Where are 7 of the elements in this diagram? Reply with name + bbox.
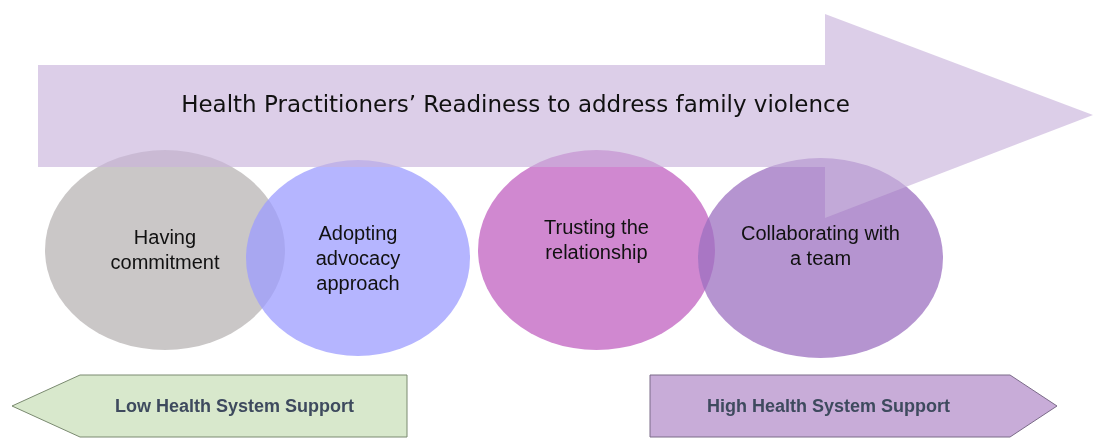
support-label: High Health System Support: [707, 395, 950, 417]
support-label: Low Health System Support: [115, 395, 354, 417]
arrow-title: Health Practitioners’ Readiness to address family violence: [181, 91, 850, 117]
theme-label: Adopting advocacy approach: [314, 220, 402, 296]
theme-label: Having commitment: [109, 225, 221, 275]
theme-label: Trusting the relationship: [543, 215, 650, 265]
theme-label: Collaborating with a team: [740, 221, 901, 271]
